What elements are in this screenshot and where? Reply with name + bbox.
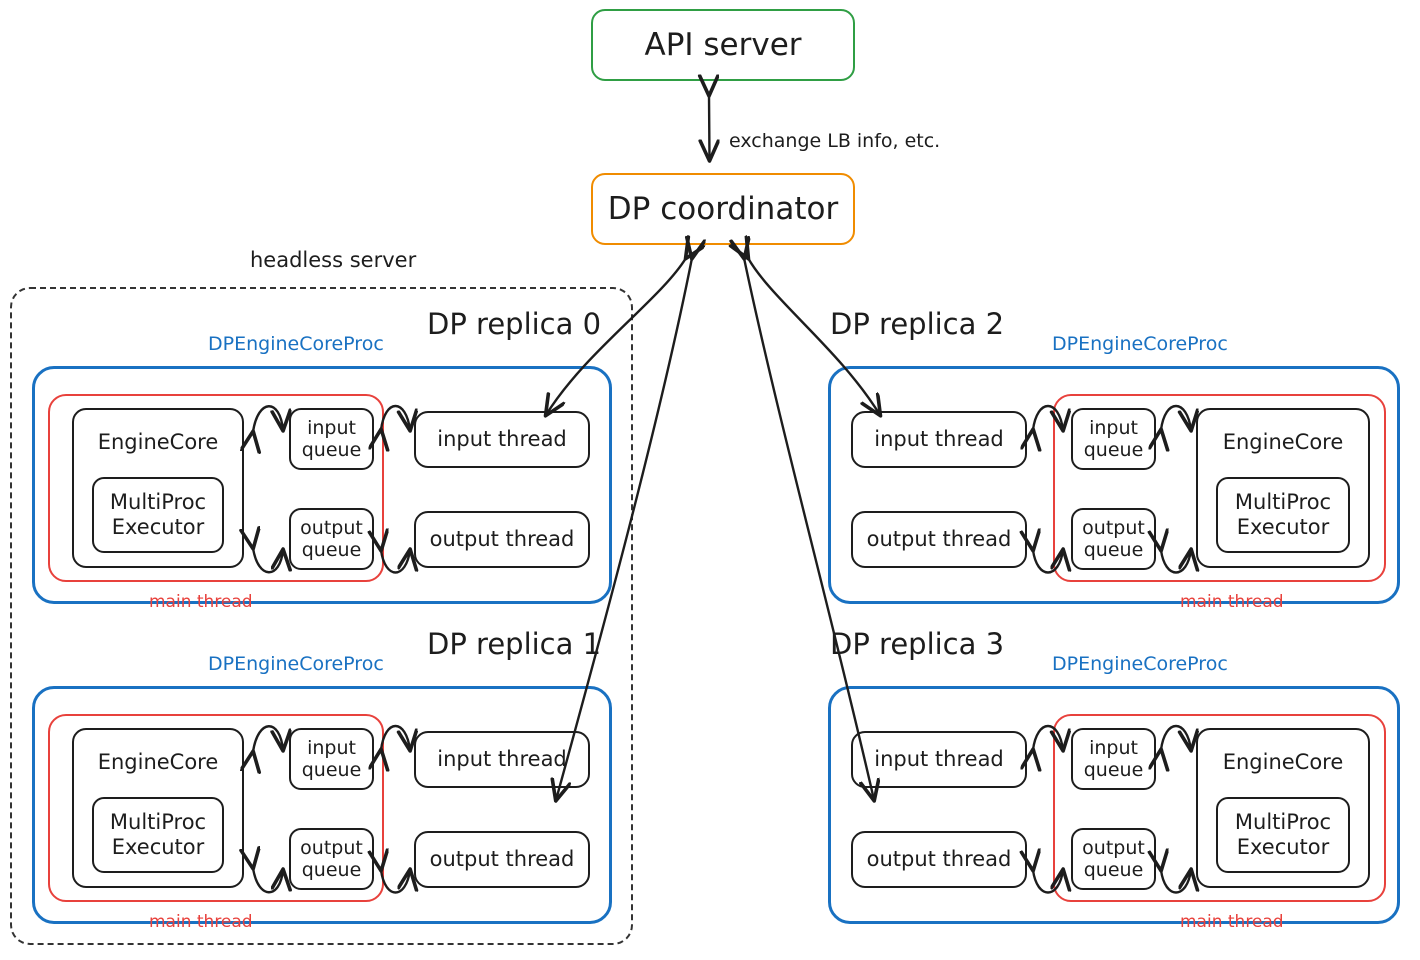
dp-replica-0-engine-core-label: EngineCore (97, 430, 219, 454)
dp-replica-1-output-thread-box[interactable]: output thread (414, 831, 590, 888)
dp-replica-1-proc-label: DPEngineCoreProc (208, 653, 384, 675)
dp-replica-3-output-thread-box[interactable]: output thread (851, 831, 1027, 888)
dp-replica-1-engine-core-label: EngineCore (97, 750, 219, 774)
dp-replica-2-input-queue-line1: input (1089, 416, 1138, 439)
dp-replica-1-input-queue-line2: queue (301, 759, 362, 781)
dp-replica-2-input-queue-box[interactable]: input queue (1071, 408, 1156, 470)
dp-replica-2-input-queue-line2: queue (1083, 439, 1144, 461)
dp-replica-3-engine-core-label: EngineCore (1222, 750, 1344, 774)
dp-replica-3-multiproc-line2: Executor (1236, 835, 1330, 859)
dp-replica-3-input-queue-line1: input (1089, 736, 1138, 759)
dp-replica-0-main-thread-label: main thread (149, 592, 253, 612)
dp-replica-1-output-queue-line1: output (300, 836, 363, 859)
dp-replica-1-multiproc-line1: MultiProc (109, 810, 207, 835)
dp-replica-2-multiproc-line2: Executor (1236, 515, 1330, 539)
dp-replica-3-proc-label: DPEngineCoreProc (1052, 653, 1228, 675)
dp-replica-2-main-thread-label: main thread (1180, 592, 1284, 612)
dp-coordinator-label: DP coordinator (607, 190, 839, 227)
dp-replica-0-output-queue-box[interactable]: output queue (289, 508, 374, 570)
dp-replica-3-input-queue-line2: queue (1083, 759, 1144, 781)
dp-replica-0-multiproc-line1: MultiProc (109, 490, 207, 515)
dp-replica-2-output-thread-label: output thread (866, 527, 1012, 552)
dp-replica-3-input-queue-box[interactable]: input queue (1071, 728, 1156, 790)
dp-replica-2-multiproc-line1: MultiProc (1234, 490, 1332, 515)
dp-replica-1-main-thread-box (48, 714, 384, 902)
dp-coordinator-node[interactable]: DP coordinator (591, 173, 855, 245)
dp-replica-1-input-queue-line1: input (307, 736, 356, 759)
dp-replica-3-output-thread-label: output thread (866, 847, 1012, 872)
dp-replica-3-output-queue-box[interactable]: output queue (1071, 828, 1156, 890)
dp-replica-1-input-thread-label: input thread (437, 747, 567, 772)
dp-replica-3-input-thread-label: input thread (874, 747, 1004, 772)
dp-replica-2-main-thread-box (1053, 394, 1386, 582)
dp-replica-2-title: DP replica 2 (830, 307, 1005, 341)
api-server-label: API server (644, 26, 802, 63)
dp-replica-1-output-thread-label: output thread (429, 847, 575, 872)
dp-replica-3-output-queue-line1: output (1082, 836, 1145, 859)
edge-api-coordinator (709, 95, 710, 160)
dp-replica-2-multiproc-executor-box[interactable]: MultiProc Executor (1216, 477, 1350, 553)
dp-replica-0-output-queue-line1: output (300, 516, 363, 539)
dp-replica-2-proc-label: DPEngineCoreProc (1052, 333, 1228, 355)
headless-server-label: headless server (250, 248, 417, 272)
dp-replica-3-title: DP replica 3 (830, 627, 1005, 661)
dp-replica-0-input-thread-label: input thread (437, 427, 567, 452)
dp-replica-0-title: DP replica 0 (427, 307, 602, 341)
dp-replica-0-output-queue-line2: queue (301, 539, 362, 561)
dp-replica-1-multiproc-executor-box[interactable]: MultiProc Executor (92, 797, 224, 873)
dp-replica-1-main-thread-label: main thread (149, 912, 253, 932)
dp-replica-0-output-thread-box[interactable]: output thread (414, 511, 590, 568)
dp-replica-0-main-thread-box (48, 394, 384, 582)
dp-replica-3-main-thread-label: main thread (1180, 912, 1284, 932)
dp-replica-0-input-queue-line2: queue (301, 439, 362, 461)
dp-replica-3-output-queue-line2: queue (1083, 859, 1144, 881)
dp-replica-3-multiproc-executor-box[interactable]: MultiProc Executor (1216, 797, 1350, 873)
dp-replica-3-main-thread-box (1053, 714, 1386, 902)
dp-replica-3-multiproc-line1: MultiProc (1234, 810, 1332, 835)
dp-replica-0-multiproc-executor-box[interactable]: MultiProc Executor (92, 477, 224, 553)
dp-replica-1-multiproc-line2: Executor (111, 835, 205, 859)
dp-replica-2-output-queue-line1: output (1082, 516, 1145, 539)
dp-replica-2-input-thread-label: input thread (874, 427, 1004, 452)
dp-replica-2-input-thread-box[interactable]: input thread (851, 411, 1027, 468)
dp-replica-1-title: DP replica 1 (427, 627, 602, 661)
dp-replica-0-multiproc-line2: Executor (111, 515, 205, 539)
dp-replica-1-input-queue-box[interactable]: input queue (289, 728, 374, 790)
api-server-node[interactable]: API server (591, 9, 855, 81)
dp-replica-2-output-thread-box[interactable]: output thread (851, 511, 1027, 568)
dp-replica-3-input-thread-box[interactable]: input thread (851, 731, 1027, 788)
dp-replica-0-output-thread-label: output thread (429, 527, 575, 552)
dp-replica-2-engine-core-label: EngineCore (1222, 430, 1344, 454)
dp-replica-2-output-queue-line2: queue (1083, 539, 1144, 561)
dp-replica-0-proc-label: DPEngineCoreProc (208, 333, 384, 355)
dp-replica-1-output-queue-box[interactable]: output queue (289, 828, 374, 890)
dp-replica-0-input-queue-box[interactable]: input queue (289, 408, 374, 470)
dp-replica-1-output-queue-line2: queue (301, 859, 362, 881)
dp-replica-2-output-queue-box[interactable]: output queue (1071, 508, 1156, 570)
coordinator-api-edge-label: exchange LB info, etc. (729, 130, 941, 152)
dp-replica-0-input-thread-box[interactable]: input thread (414, 411, 590, 468)
dp-replica-1-input-thread-box[interactable]: input thread (414, 731, 590, 788)
dp-replica-0-input-queue-line1: input (307, 416, 356, 439)
